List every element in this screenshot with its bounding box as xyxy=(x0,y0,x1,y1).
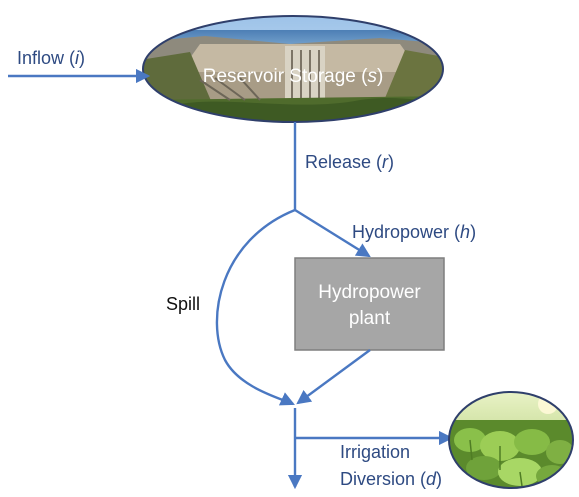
inflow-label: Inflow (i) xyxy=(17,48,85,68)
release-label: Release (r) xyxy=(305,152,394,172)
reservoir-label: Reservoir Storage (s) xyxy=(203,66,384,87)
spill-label: Spill xyxy=(166,294,200,314)
plant-label-line2: plant xyxy=(349,308,391,329)
irrigation-label-line1: Irrigation xyxy=(340,442,410,462)
irrigation-node xyxy=(448,391,574,489)
spill-arrow xyxy=(215,208,296,406)
hydropower-arrow xyxy=(294,208,371,258)
plant-outflow-arrow xyxy=(296,349,371,405)
irrigation-label-line2: Diversion (d) xyxy=(340,469,442,489)
reservoir-node: Reservoir Storage (s) xyxy=(142,15,444,123)
hydropower-plant-node: Hydropower plant xyxy=(294,257,445,351)
hydropower-label: Hydropower (h) xyxy=(352,222,476,242)
plant-label-line1: Hydropower xyxy=(318,282,421,303)
